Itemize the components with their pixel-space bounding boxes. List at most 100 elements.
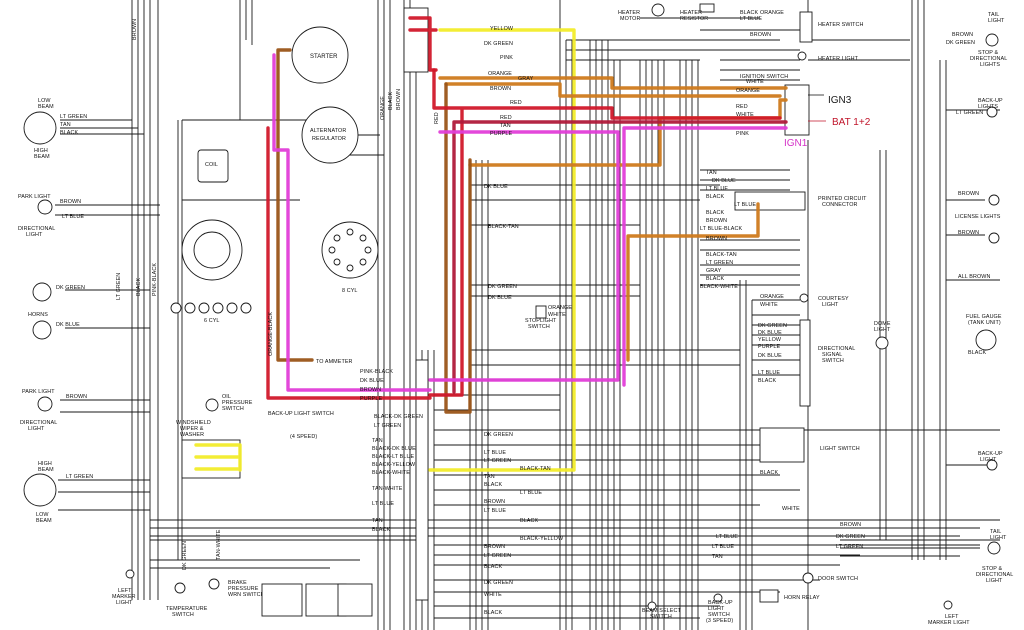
wire-label: BLACK-LT BLUE xyxy=(372,454,414,460)
wire-label: ORANGE xyxy=(760,10,784,16)
spark-plugs-6cyl xyxy=(170,302,252,314)
wire-label: ORANGE xyxy=(736,88,760,94)
dome-label-2: LIGHT xyxy=(874,327,891,333)
directional-bottom-label: DIRECTIONAL xyxy=(20,420,57,426)
printed-circuit-connector xyxy=(734,191,806,211)
wire-label: BROWN xyxy=(706,236,727,242)
crimson-circuit xyxy=(452,120,788,394)
park-light-bottom-bulb xyxy=(37,396,53,412)
tail-light-label-2: LIGHT xyxy=(988,18,1005,24)
high-beam-headlamp-bottom xyxy=(23,473,57,507)
backup-light-r-label: BACK-UP xyxy=(978,451,1003,457)
wire-label: BLACK-WHITE xyxy=(700,284,738,290)
stop-dir-b-label-3: LIGHT xyxy=(986,578,1003,584)
wire-label: DK BLUE xyxy=(360,378,384,384)
directional-signal-label: DIRECTIONAL xyxy=(818,346,855,352)
wire-label: RED xyxy=(510,100,522,106)
brake-switch xyxy=(208,578,220,590)
distributor-8cyl-terminals xyxy=(328,228,372,272)
wire-label: DK BLUE xyxy=(488,295,512,301)
low-beam-bottom-label-2: BEAM xyxy=(36,518,52,524)
backup-light-switch-3spd xyxy=(713,593,723,603)
yellow-circuit xyxy=(428,28,576,472)
brake-label: BRAKE xyxy=(228,580,247,586)
wire-label: BLACK-DK BLUE xyxy=(372,446,416,452)
backup-sw-label: BACK-UP xyxy=(708,600,733,606)
wire-label: PURPLE xyxy=(758,344,780,350)
wire-label: PINK xyxy=(736,131,749,137)
wire-label: GRAY xyxy=(706,268,722,274)
wire-label: RED xyxy=(500,115,512,121)
beam-select-switch xyxy=(647,601,657,611)
wire-label: BLACK-TAN xyxy=(520,466,551,472)
license-light-1 xyxy=(988,194,1000,206)
wire-label: ORANGE-BLACK xyxy=(268,312,274,356)
wire-label: BLACK xyxy=(706,194,724,200)
magenta-circuit-b xyxy=(428,130,620,382)
wire-label: BROWN xyxy=(840,522,861,528)
backup-lights-label: BACK-UP xyxy=(978,98,1003,104)
wire-label: BLACK xyxy=(706,210,724,216)
left-marker-r-label: LEFT xyxy=(945,614,959,620)
courtesy-label-2: LIGHT xyxy=(822,302,839,308)
eight-cyl-label: 8 CYL xyxy=(342,288,357,294)
heater-switch-label: HEATER SWITCH xyxy=(818,22,864,28)
wire-label: BROWN xyxy=(360,387,381,393)
wire-label: PINK-BLACK xyxy=(360,369,393,375)
wire-label: TAN-WHITE xyxy=(372,486,403,492)
alternator-label: ALTERNATOR xyxy=(310,128,346,134)
backup-lights-bulb xyxy=(986,106,998,118)
wire-label: GRAY xyxy=(518,76,534,82)
wire-label: WHITE xyxy=(548,312,566,318)
oil-pressure-switch xyxy=(205,398,219,412)
wire-label: DK GREEN xyxy=(484,580,513,586)
wire-label: BLACK xyxy=(372,527,390,533)
wire-label: DK GREEN xyxy=(484,432,513,438)
wire-label: BLACK xyxy=(706,276,724,282)
wiper-label: WIPER & xyxy=(180,426,204,432)
wire-label: BROWN xyxy=(484,499,505,505)
stoplight-label: STOPLIGHT xyxy=(525,318,557,324)
wire-label: LT BLUE xyxy=(62,214,84,220)
coil-label: COIL xyxy=(205,162,218,168)
wire-label: BROWN xyxy=(490,86,511,92)
backup-sw-label-2: LIGHT xyxy=(708,606,725,612)
starter-symbol xyxy=(291,26,349,84)
tail-light-bulb xyxy=(985,33,999,47)
wire-label: DK GREEN xyxy=(946,40,975,46)
temperature-switch xyxy=(174,582,186,594)
wire-label: BLACK xyxy=(60,130,78,136)
heater-switch xyxy=(799,11,813,43)
annotations: IGN3 BAT 1+2 IGN1 xyxy=(784,94,871,149)
stop-dir-label: STOP & xyxy=(978,50,998,56)
components: STARTER ALTERNATOR REGULATOR COIL 6 CYL … xyxy=(18,3,1013,626)
wire-label: BLACK-DK GREEN xyxy=(374,414,423,420)
alternator-symbol xyxy=(301,106,359,164)
wire-label: RED xyxy=(736,104,748,110)
horn-1 xyxy=(32,282,52,302)
heater-motor xyxy=(651,3,665,17)
stop-dir-label-3: LIGHTS xyxy=(980,62,1000,68)
wire-label: DK GREEN xyxy=(56,285,85,291)
wire-label: BLACK xyxy=(136,278,142,296)
wire-label: BLACK-TAN xyxy=(488,224,519,230)
wire-label: YELLOW xyxy=(490,26,514,32)
wire-label: DK BLUE xyxy=(56,322,80,328)
wire-label: BLACK-TAN xyxy=(706,252,737,258)
wire-label: LT BLUE xyxy=(484,508,506,514)
door-switch-label: DOOR SWITCH xyxy=(818,576,858,582)
wire-label: WHITE xyxy=(746,79,764,85)
ignition-switch xyxy=(784,84,810,136)
backup-light-switch-label: BACK-UP LIGHT SWITCH xyxy=(268,411,334,417)
yellow-circuit-b xyxy=(194,443,242,472)
oil-label-2: PRESSURE xyxy=(222,400,253,406)
low-beam-label-2: BEAM xyxy=(38,104,54,110)
wire-label: BROWN xyxy=(706,218,727,224)
wire-label: DK GREEN xyxy=(758,323,787,329)
wire-label: TAN xyxy=(60,122,71,128)
wire-label: TAN xyxy=(372,438,383,444)
bat-label: BAT 1+2 xyxy=(832,117,871,128)
stoplight-label-2: SWITCH xyxy=(528,324,550,330)
wire-label: BROWN xyxy=(396,89,402,110)
